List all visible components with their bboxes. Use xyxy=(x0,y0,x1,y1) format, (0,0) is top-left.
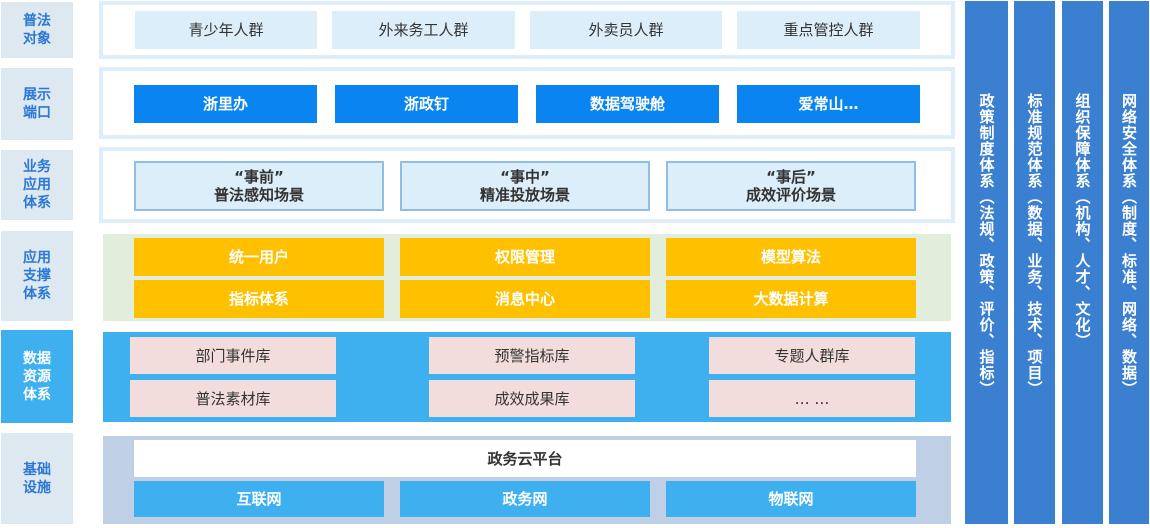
box-migrant-worker-group: 外来务工人群 xyxy=(332,11,515,49)
box-warning-indicator-db: 预警指标库 xyxy=(429,337,635,374)
box-internet: 互联网 xyxy=(134,481,384,517)
box-results-db: 成效成果库 xyxy=(429,380,635,417)
box-big-data-compute: 大数据计算 xyxy=(666,280,916,318)
label-shuju-ziyuan: 数据 资源 体系 xyxy=(1,330,73,423)
box-in-event-scene: “事中” 精准投放场景 xyxy=(400,161,650,211)
post-event-title: “事后” xyxy=(766,168,816,186)
label-yingyong-zhicheng: 应用 支撑 体系 xyxy=(1,231,73,321)
box-model-algorithm: 模型算法 xyxy=(666,238,916,276)
side-policy-text: 政策制度体系（法规、政策、评价、指标） xyxy=(977,93,996,397)
box-key-control-group: 重点管控人群 xyxy=(737,11,920,49)
side-standards-text: 标准规范体系（数据、业务、技术、项目） xyxy=(1025,93,1044,397)
in-event-subtitle: 精准投放场景 xyxy=(479,186,570,204)
side-standards-system: 标准规范体系（数据、业务、技术、项目） xyxy=(1014,1,1055,524)
box-post-event-scene: “事后” 成效评价场景 xyxy=(666,161,916,211)
box-message-center: 消息中心 xyxy=(400,280,650,318)
box-zheliban: 浙里办 xyxy=(134,85,317,123)
box-indicator-system: 指标体系 xyxy=(134,280,384,318)
side-policy-system: 政策制度体系（法规、政策、评价、指标） xyxy=(965,1,1008,524)
box-unified-user: 统一用户 xyxy=(134,238,384,276)
in-event-title: “事中” xyxy=(500,168,550,186)
box-zhezhengding: 浙政钉 xyxy=(335,85,518,123)
pre-event-subtitle: 普法感知场景 xyxy=(213,186,304,204)
box-teen-group: 青少年人群 xyxy=(135,11,317,49)
side-security-text: 网络安全体系（制度、标准、网络、数据） xyxy=(1120,93,1138,397)
box-iot: 物联网 xyxy=(666,481,916,517)
box-topic-group-db: 专题人群库 xyxy=(709,337,915,374)
label-zhanshi-duankou: 展示 端口 xyxy=(1,68,73,140)
box-dept-event-db: 部门事件库 xyxy=(130,337,336,374)
side-organization-system: 组织保障体系（机构、人才、文化） xyxy=(1062,1,1103,524)
box-delivery-group: 外卖员人群 xyxy=(530,11,722,49)
box-pre-event-scene: “事前” 普法感知场景 xyxy=(134,161,384,211)
box-permission-mgmt: 权限管理 xyxy=(400,238,650,276)
label-jichu-sheshi: 基础 设施 xyxy=(1,433,73,524)
box-more-db: … … xyxy=(709,380,915,417)
label-yewu-yingyong: 业务 应用 体系 xyxy=(1,150,73,220)
side-organization-text: 组织保障体系（机构、人才、文化） xyxy=(1073,93,1092,349)
side-security-system: 网络安全体系（制度、标准、网络、数据） xyxy=(1109,1,1149,524)
pre-event-title: “事前” xyxy=(234,168,284,186)
box-gov-network: 政务网 xyxy=(400,481,650,517)
label-pufa-duixiang: 普法 对象 xyxy=(1,2,73,58)
box-pufa-material-db: 普法素材库 xyxy=(130,380,336,417)
box-data-cockpit: 数据驾驶舱 xyxy=(536,85,719,123)
box-aichangshan: 爱常山… xyxy=(737,85,920,123)
post-event-subtitle: 成效评价场景 xyxy=(745,186,836,204)
box-gov-cloud: 政务云平台 xyxy=(134,440,916,477)
